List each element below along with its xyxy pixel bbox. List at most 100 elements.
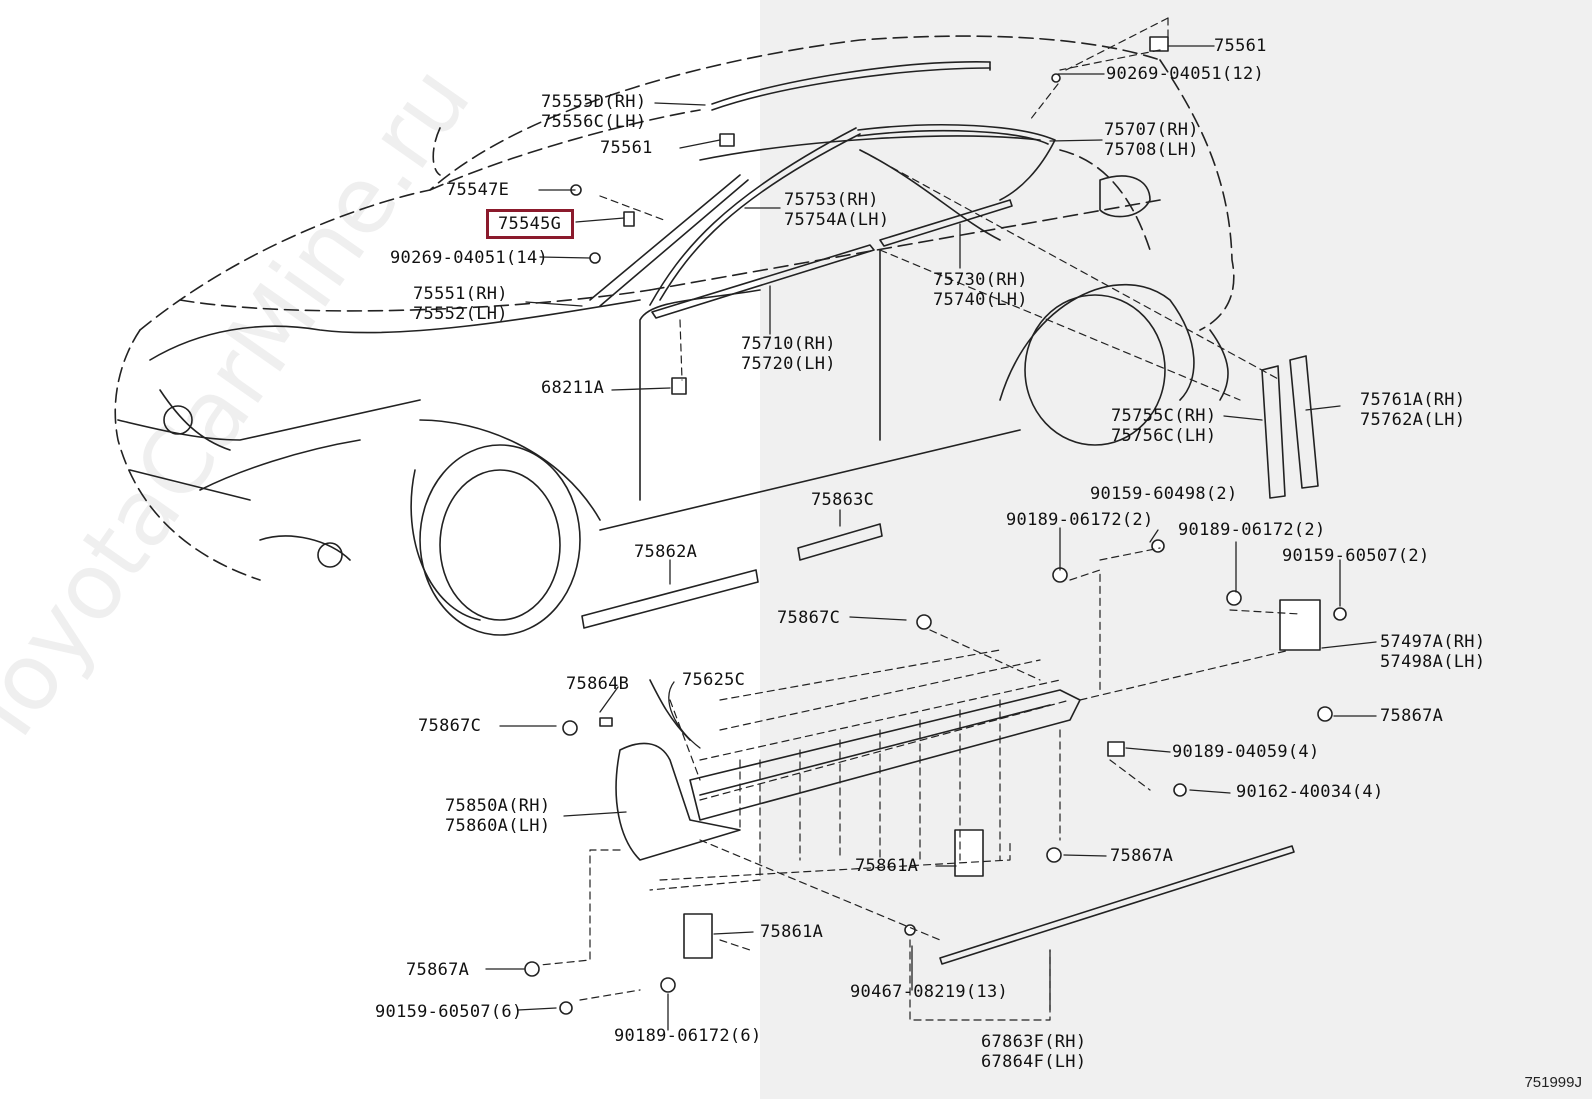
part-label-75625c[interactable]: 75625C — [682, 670, 745, 690]
part-number-line: 75867A — [406, 960, 470, 980]
part-number-line: 75863C — [811, 490, 875, 510]
part-number-line: 75556C(LH) — [541, 112, 647, 132]
clips — [524, 36, 1347, 1015]
diagram-code: 751999J — [1524, 1074, 1582, 1091]
part-label-90467[interactable]: 90467-08219(13) — [850, 982, 1008, 1002]
part-label-90159b[interactable]: 90159-60507(2) — [1282, 546, 1430, 566]
part-number-line: 75860A(LH) — [445, 816, 551, 836]
part-number-line: 90159-60507(6) — [375, 1002, 523, 1022]
part-number-line: 75864B — [566, 674, 630, 694]
dashed-leaders — [539, 17, 1301, 1021]
part-label-75755c[interactable]: 75755C(RH)75756C(LH) — [1111, 406, 1216, 446]
part-number-line: 75867A — [1380, 706, 1444, 726]
pillar-garnish — [589, 127, 861, 307]
part-label-90159c[interactable]: 90159-60507(6) — [375, 1002, 523, 1022]
part-number-line: 75861A — [855, 856, 919, 876]
roof-molding — [711, 61, 1056, 201]
part-label-90269a[interactable]: 90269-04051(12) — [1106, 64, 1264, 84]
part-label-90189d[interactable]: 90189-06172(6) — [614, 1026, 762, 1046]
part-label-75867a2[interactable]: 75867A — [1110, 846, 1173, 866]
part-label-68211a[interactable]: 68211A — [541, 378, 604, 398]
part-label-75547e[interactable]: 75547E — [446, 180, 509, 200]
part-label-75867c2[interactable]: 75867C — [418, 716, 481, 736]
part-label-75761a[interactable]: 75761A(RH)75762A(LH) — [1360, 390, 1465, 430]
car-solid-lines — [117, 135, 1229, 636]
part-label-75561a[interactable]: 75561 — [1214, 36, 1267, 56]
rocker-panel — [615, 679, 1081, 861]
part-number-line: 75561 — [1214, 36, 1267, 56]
part-number-line: 75862A — [634, 542, 698, 562]
part-number-line: 90189-04059(4) — [1172, 742, 1320, 762]
part-number-line: 75867A — [1110, 846, 1174, 866]
part-number-line: 90269-04051(12) — [1106, 64, 1265, 84]
part-number-line: 75754A(LH) — [784, 210, 890, 230]
part-number-line: 75720(LH) — [741, 354, 836, 374]
b-pillar-strips — [1261, 355, 1319, 499]
part-number-line: 90189-06172(2) — [1178, 520, 1326, 540]
part-number-line: 75547E — [446, 180, 510, 200]
part-label-90189b[interactable]: 90189-06172(2) — [1178, 520, 1326, 540]
part-number-line: 75710(RH) — [741, 334, 836, 354]
belt-moldings — [651, 199, 1013, 319]
part-label-75753[interactable]: 75753(RH)75754A(LH) — [784, 190, 889, 230]
part-label-90162[interactable]: 90162-40034(4) — [1236, 782, 1384, 802]
highlight-box — [486, 209, 574, 239]
small-moldings — [581, 523, 1295, 965]
part-number-line: 75850A(RH) — [445, 796, 551, 816]
part-label-75861a1[interactable]: 75861A — [855, 856, 918, 876]
part-label-90159a[interactable]: 90159-60498(2) — [1090, 484, 1238, 504]
part-number-line: 75545G — [498, 214, 562, 234]
part-label-75867c1[interactable]: 75867C — [777, 608, 840, 628]
part-number-line: 90269-04051(14) — [390, 248, 549, 268]
part-number-line: 75561 — [600, 138, 653, 158]
part-number-line: 90189-06172(2) — [1006, 510, 1154, 530]
part-number-line: 90159-60507(2) — [1282, 546, 1430, 566]
part-label-75730[interactable]: 75730(RH)75740(LH) — [933, 270, 1028, 310]
part-number-line: 57498A(LH) — [1380, 652, 1486, 672]
part-label-57497a[interactable]: 57497A(RH)57498A(LH) — [1380, 632, 1485, 672]
part-label-75863c[interactable]: 75863C — [811, 490, 874, 510]
part-label-75864b[interactable]: 75864B — [566, 674, 629, 694]
part-number-line: 75740(LH) — [933, 290, 1028, 310]
part-number-line: 75707(RH) — [1104, 120, 1199, 140]
part-number-line: 75753(RH) — [784, 190, 879, 210]
part-number-line: 75625C — [682, 670, 746, 690]
part-label-75862a[interactable]: 75862A — [634, 542, 697, 562]
part-number-line: 90159-60498(2) — [1090, 484, 1238, 504]
part-number-line: 90467-08219(13) — [850, 982, 1009, 1002]
part-label-75850a[interactable]: 75850A(RH)75860A(LH) — [445, 796, 550, 836]
part-number-line: 90189-06172(6) — [614, 1026, 762, 1046]
part-number-line: 75552(LH) — [413, 304, 508, 324]
part-number-line: 67863F(RH) — [981, 1032, 1087, 1052]
part-label-90269b[interactable]: 90269-04051(14) — [390, 248, 548, 268]
part-label-90189a[interactable]: 90189-06172(2) — [1006, 510, 1154, 530]
part-label-75555d[interactable]: 75555D(RH)75556C(LH) — [541, 92, 646, 132]
part-label-75867a3[interactable]: 75867A — [406, 960, 469, 980]
part-label-75561b[interactable]: 75561 — [600, 138, 653, 158]
part-label-75710[interactable]: 75710(RH)75720(LH) — [741, 334, 836, 374]
car-outline — [114, 35, 1235, 581]
part-number-line: 75867C — [777, 608, 841, 628]
part-label-75867a1[interactable]: 75867A — [1380, 706, 1443, 726]
part-number-line: 57497A(RH) — [1380, 632, 1486, 652]
part-label-75707[interactable]: 75707(RH)75708(LH) — [1104, 120, 1199, 160]
part-label-75545g[interactable]: 75545G — [498, 214, 561, 234]
part-number-line: 75756C(LH) — [1111, 426, 1217, 446]
part-number-line: 75867C — [418, 716, 482, 736]
part-label-90189c[interactable]: 90189-04059(4) — [1172, 742, 1320, 762]
part-number-line: 75708(LH) — [1104, 140, 1199, 160]
part-number-line: 75761A(RH) — [1360, 390, 1466, 410]
part-label-67863f[interactable]: 67863F(RH)67864F(LH) — [981, 1032, 1086, 1072]
part-label-75551[interactable]: 75551(RH)75552(LH) — [413, 284, 508, 324]
part-number-line: 75730(RH) — [933, 270, 1028, 290]
part-number-line: 67864F(LH) — [981, 1052, 1087, 1072]
part-number-line: 75861A — [760, 922, 824, 942]
part-number-line: 75755C(RH) — [1111, 406, 1217, 426]
part-number-line: 90162-40034(4) — [1236, 782, 1384, 802]
part-label-75861a2[interactable]: 75861A — [760, 922, 823, 942]
solid-leaders — [485, 45, 1377, 1031]
shaded-background-panel — [760, 0, 1592, 1099]
part-number-line: 75762A(LH) — [1360, 410, 1466, 430]
